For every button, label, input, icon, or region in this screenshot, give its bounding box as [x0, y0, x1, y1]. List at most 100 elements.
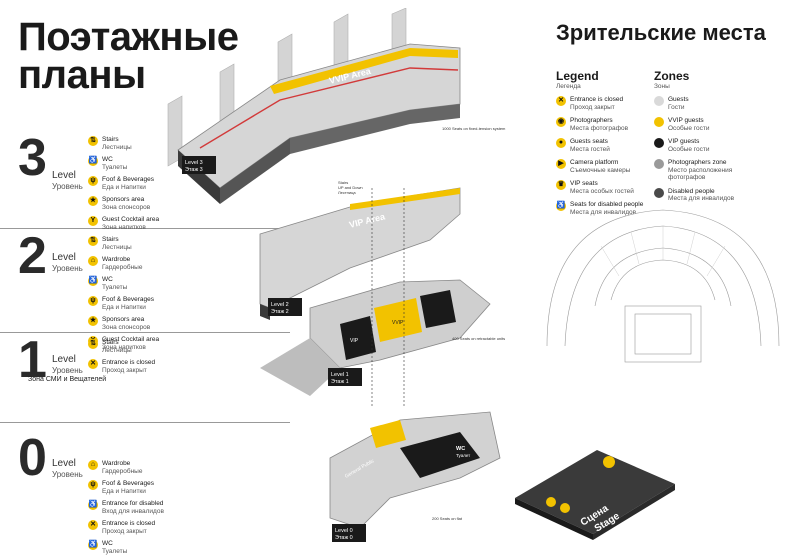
level-word: Level Уровень — [52, 354, 83, 376]
legend-item-label-ru: Еда и Напитки — [102, 304, 154, 312]
legend-item-label-ru: Проход закрыт — [102, 367, 155, 375]
legend-item-label: Stairs — [102, 339, 132, 347]
legend-item-label: Wardrobe — [102, 460, 142, 468]
star-icon: ★ — [88, 316, 98, 326]
wc-label: WC — [456, 446, 465, 452]
legend-item-label: Entrance is closed — [570, 96, 623, 104]
closed-icon: ✕ — [556, 96, 566, 106]
legend-item-label-ru: Гардеробные — [102, 468, 142, 476]
legend-item-label: WC — [102, 156, 127, 164]
wardrobe-icon: ⌂ — [88, 460, 98, 470]
camera-icon: ◉ — [556, 117, 566, 127]
level-0-block: 0 — [18, 434, 47, 482]
legend-item-label: WC — [102, 540, 127, 548]
floor-plans-diagram: VVIP Area Level 3 Этаж 3 1000 Seats on f… — [160, 8, 540, 548]
legend-item-label-ru: Места особых гостей — [570, 188, 634, 196]
legend-item-label: Entrance is closed — [102, 520, 155, 528]
seats-note: 200 Seats on flat — [432, 516, 463, 521]
cocktail-icon: Y — [88, 216, 98, 226]
legend-item-label-ru: Зона спонсоров — [102, 324, 150, 332]
legend-item-label-ru: Лестницы — [102, 347, 132, 355]
legend-item-label: Sponsors area — [102, 196, 150, 204]
zone-label: Photographers zone — [668, 159, 754, 167]
stage-diagram: Сцена Stage — [505, 440, 705, 550]
level-0-tag: Level 0 — [335, 528, 353, 534]
vip-seat-label: VIP — [350, 338, 359, 344]
level-number: 0 — [18, 434, 47, 482]
zone-color-swatch — [654, 117, 664, 127]
zone-label-ru: Гости — [668, 104, 689, 112]
level-1-plan: VIP VVIP Level 1 Этаж 1 400 Seats on ret… — [260, 280, 505, 396]
legend-item-label: Camera platform — [570, 159, 630, 167]
legend-item-label: Entrance for disabled — [102, 500, 164, 508]
wc-icon: ♿ — [88, 156, 98, 166]
level-2-tag: Level 2 — [271, 302, 289, 308]
disabled-icon: ♿ — [88, 500, 98, 510]
stairs-icon: ⇅ — [88, 339, 98, 349]
legend-item-label-ru: Проход закрыт — [102, 528, 155, 536]
stairs-icon: ⇅ — [88, 236, 98, 246]
zone-label: VVIP guests — [668, 117, 710, 125]
stairs-note: Stairs UP and Down Лестница — [338, 180, 363, 195]
zone-color-swatch — [654, 96, 664, 106]
stairs-icon: ⇅ — [88, 136, 98, 146]
closed-icon: ✕ — [88, 520, 98, 530]
legend-item-label: Foof & Beverages — [102, 296, 154, 304]
legend-item-label-ru: Лестницы — [102, 244, 132, 252]
zone-label: Guests — [668, 96, 689, 104]
zone-label-ru: Особые гости — [668, 125, 710, 133]
legend-item-label-ru: Еда и Напитки — [102, 184, 154, 192]
zone-color-swatch — [654, 138, 664, 148]
food-icon: ψ — [88, 296, 98, 306]
arena-seating-map — [535, 196, 790, 366]
guests-icon: ● — [556, 138, 566, 148]
legend-item-label-ru: Зона напитков — [102, 224, 159, 232]
legend-item-label: Stairs — [102, 236, 132, 244]
wc-icon: ♿ — [88, 540, 98, 550]
legend-item-label-ru: Вход для инвалидов — [102, 508, 164, 516]
legend-item-label: Photographers — [570, 117, 628, 125]
level-word: Level Уровень — [52, 170, 83, 192]
legend-item-label-ru: Туалеты — [102, 164, 127, 172]
seats-note: 1000 Seats on fixed-tension system — [442, 126, 506, 131]
level-0-tag-ru: Этаж 0 — [335, 535, 353, 541]
legend-item-label-ru: Места гостей — [570, 146, 610, 154]
legend-item-label: Foof & Beverages — [102, 480, 154, 488]
zone-color-swatch — [654, 159, 664, 169]
legend-item-label: Sponsors area — [102, 316, 150, 324]
wc-label-ru: Туалет — [456, 453, 470, 458]
media-zone-label: Зона СМИ и Вещателей — [28, 376, 106, 383]
wc-icon: ♿ — [88, 276, 98, 286]
legend-item-label-ru: Гардеробные — [102, 264, 142, 272]
wardrobe-icon: ⌂ — [88, 256, 98, 266]
